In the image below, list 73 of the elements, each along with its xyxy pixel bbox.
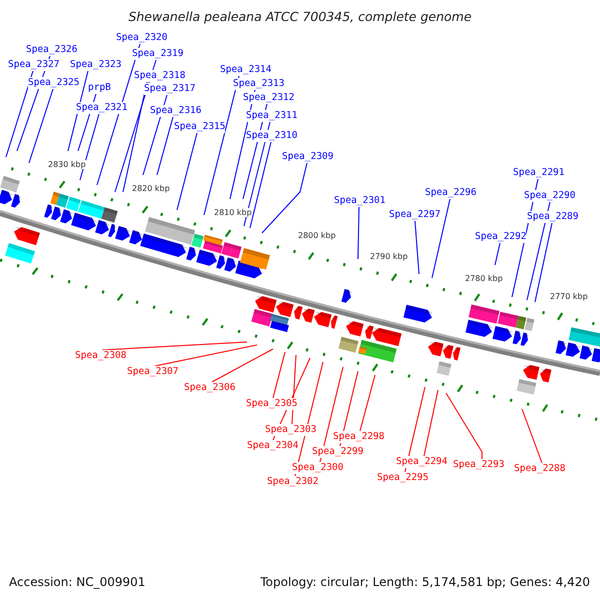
leader-line <box>360 374 376 432</box>
gene-label: Spea_2301 <box>334 195 386 207</box>
gene-label: Spea_2288 <box>514 463 566 475</box>
leader-line <box>534 222 552 302</box>
scale-label: 2780 kbp <box>465 274 503 283</box>
gene-label: Spea_2311 <box>246 110 298 122</box>
scale-label: 2770 kbp <box>550 292 588 301</box>
gene-label: Spea_2325 <box>28 77 80 89</box>
leader-line <box>424 390 438 456</box>
diagram-title: Shewanella pealeana ATCC 700345, complete genome <box>127 9 473 24</box>
leader-line <box>358 206 360 260</box>
scale-label: 2810 kbp <box>214 208 252 217</box>
gene-label: Spea_2321 <box>76 102 128 114</box>
gene-label: Spea_2313 <box>233 78 284 90</box>
gene-label: Spea_2326 <box>26 44 78 56</box>
gene-label: Spea_2293 <box>453 459 504 471</box>
gene-label: Spea_2291 <box>513 167 564 179</box>
gene-label: Spea_2308 <box>75 350 126 362</box>
leader-line <box>102 342 248 350</box>
leader-line <box>154 344 258 366</box>
gene-label: Spea_2304 <box>247 440 298 452</box>
leader-line <box>526 202 550 300</box>
gene-label: Spea_2307 <box>127 366 178 378</box>
gene-label: Spea_2319 <box>132 48 184 60</box>
leader-line <box>262 162 308 234</box>
leader-line <box>176 132 198 210</box>
gene-label: Spea_2314 <box>220 64 272 76</box>
gene-label: Spea_2323 <box>70 59 122 71</box>
scale-label: 2830 kbp <box>48 160 86 169</box>
gene-label: Spea_2317 <box>144 83 196 95</box>
leader-line <box>28 88 54 164</box>
footer-text: Accession: NC_009901 <box>9 575 146 589</box>
gene-label: Spea_2295 <box>377 472 428 484</box>
leader-line <box>446 392 482 460</box>
gene-label: Spea_2290 <box>524 190 576 202</box>
gene-label: Spea_2297 <box>389 209 440 221</box>
leader-line <box>414 220 420 274</box>
leader-line <box>250 142 272 228</box>
gene-label: Spea_2292 <box>475 231 526 243</box>
leader-line <box>320 366 344 462</box>
leader-line <box>494 242 500 266</box>
leader-line <box>122 82 148 192</box>
gene-label: Spea_2305 <box>246 398 298 410</box>
gene-label: Spea_2299 <box>312 446 364 458</box>
gene-label: Spea_2320 <box>116 32 168 44</box>
gene-label: Spea_2294 <box>396 456 448 468</box>
leader-line <box>156 116 174 176</box>
gene-label: Spea_2298 <box>333 431 384 443</box>
scale-label: 2820 kbp <box>132 184 170 193</box>
scale-label: 2790 kbp <box>370 252 408 261</box>
gene-label: Spea_2303 <box>265 424 316 436</box>
scale-label: 2800 kbp <box>298 231 336 240</box>
leader-line <box>6 70 34 158</box>
gene-label: Spea_2296 <box>425 187 476 199</box>
gene-label: Spea_2302 <box>267 476 318 488</box>
gene-label: Spea_2300 <box>292 462 344 474</box>
leader-line <box>204 76 240 216</box>
gene-label: Spea_2318 <box>134 70 186 82</box>
gene-label: Spea_2327 <box>8 59 60 71</box>
leader-line <box>272 352 286 398</box>
gene-label: Spea_2289 <box>527 211 578 223</box>
gene-label: Spea_2310 <box>246 130 298 142</box>
footer-text: Topology: circular; Length: 5,174,581 bp; Genes: 4,420 <box>260 575 590 589</box>
gene-label: prpB <box>88 82 111 94</box>
leader-line <box>80 114 100 180</box>
gene-label: Spea_2316 <box>150 105 202 117</box>
leader-line <box>212 348 274 382</box>
leader-line <box>432 198 450 278</box>
gene-label: Spea_2309 <box>282 151 334 163</box>
leader-line <box>522 408 542 464</box>
gene-label: Spea_2312 <box>243 92 294 104</box>
gene-label: Spea_2315 <box>174 121 226 133</box>
gene-label: Spea_2306 <box>184 382 236 394</box>
